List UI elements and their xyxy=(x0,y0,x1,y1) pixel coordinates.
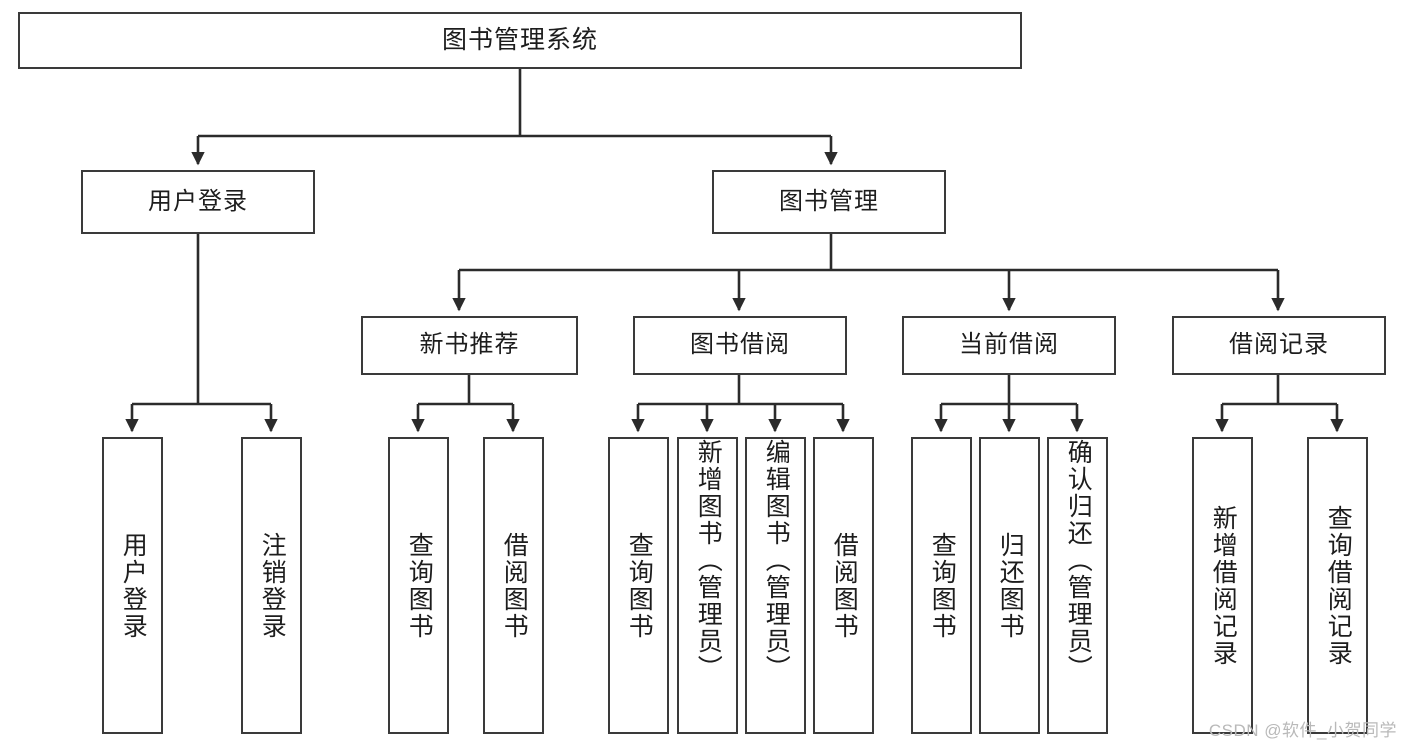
node-label: 借阅图书 xyxy=(500,531,529,640)
node-label: 归还图书 xyxy=(996,531,1025,640)
leaf-inner: 借阅图书 xyxy=(815,439,872,732)
leaf-query-record[interactable]: 查询借阅记录 xyxy=(1307,437,1368,734)
node-label: 借阅图书 xyxy=(830,531,859,640)
node-label: 确认归还（管理员） xyxy=(1064,439,1093,682)
node-label: 查询图书 xyxy=(625,531,654,640)
leaf-user-login[interactable]: 用户登录 xyxy=(102,437,163,734)
node-label: 图书管理 xyxy=(779,187,879,215)
csdn-watermark: CSDN @软件_小贺同学 xyxy=(1208,721,1397,740)
leaf-return-book[interactable]: 归还图书 xyxy=(979,437,1040,734)
leaf-inner: 新增借阅记录 xyxy=(1194,439,1251,732)
node-label: 编辑图书（管理员） xyxy=(762,439,791,682)
leaf-inner: 归还图书 xyxy=(981,439,1038,732)
leaf-inner: 查询图书 xyxy=(610,439,667,732)
node-root-system[interactable]: 图书管理系统 xyxy=(18,12,1022,69)
node-label: 查询借阅记录 xyxy=(1324,504,1353,667)
leaf-add-book[interactable]: 新增图书（管理员） xyxy=(677,437,738,734)
leaf-inner: 新增图书（管理员） xyxy=(679,439,736,732)
leaf-inner: 借阅图书 xyxy=(485,439,542,732)
leaf-add-record[interactable]: 新增借阅记录 xyxy=(1192,437,1253,734)
node-new-book-recommend[interactable]: 新书推荐 xyxy=(361,316,578,375)
node-label: 用户登录 xyxy=(119,531,148,640)
leaf-inner: 注销登录 xyxy=(243,439,300,732)
leaf-inner: 编辑图书（管理员） xyxy=(747,439,804,732)
node-label: 新书推荐 xyxy=(419,331,520,359)
node-label: 借阅记录 xyxy=(1229,331,1329,359)
node-borrow-record[interactable]: 借阅记录 xyxy=(1172,316,1386,375)
node-label: 用户登录 xyxy=(148,187,248,215)
leaf-confirm-return[interactable]: 确认归还（管理员） xyxy=(1047,437,1108,734)
leaf-edit-book[interactable]: 编辑图书（管理员） xyxy=(745,437,806,734)
node-current-borrow[interactable]: 当前借阅 xyxy=(902,316,1116,375)
leaf-inner: 查询图书 xyxy=(390,439,447,732)
node-label: 图书借阅 xyxy=(690,331,790,359)
node-label: 新增图书（管理员） xyxy=(694,439,723,682)
leaf-borrow-book-2[interactable]: 借阅图书 xyxy=(813,437,874,734)
node-label: 图书管理系统 xyxy=(441,25,598,54)
node-label: 查询图书 xyxy=(405,531,434,640)
leaf-logout-login[interactable]: 注销登录 xyxy=(241,437,302,734)
node-label: 注销登录 xyxy=(258,531,287,640)
leaf-query-book-2[interactable]: 查询图书 xyxy=(608,437,669,734)
leaf-inner: 查询借阅记录 xyxy=(1309,439,1366,732)
node-user-login[interactable]: 用户登录 xyxy=(81,170,315,234)
leaf-borrow-book-1[interactable]: 借阅图书 xyxy=(483,437,544,734)
leaf-inner: 用户登录 xyxy=(104,439,161,732)
leaf-inner: 确认归还（管理员） xyxy=(1049,439,1106,732)
leaf-inner: 查询图书 xyxy=(913,439,970,732)
node-book-manage[interactable]: 图书管理 xyxy=(712,170,946,234)
node-book-borrow[interactable]: 图书借阅 xyxy=(633,316,847,375)
node-label: 新增借阅记录 xyxy=(1209,504,1238,667)
leaf-query-book-3[interactable]: 查询图书 xyxy=(911,437,972,734)
leaf-query-book-1[interactable]: 查询图书 xyxy=(388,437,449,734)
node-label: 查询图书 xyxy=(928,531,957,640)
node-label: 当前借阅 xyxy=(959,331,1059,359)
